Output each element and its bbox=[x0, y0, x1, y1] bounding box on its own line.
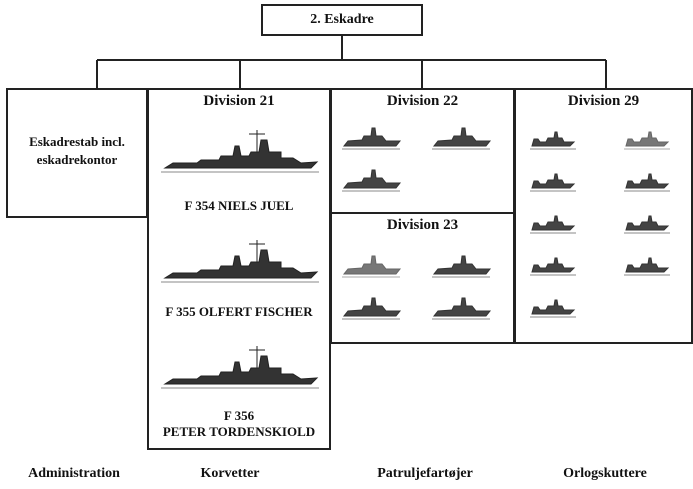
ship-name-f356-line1: F 356 bbox=[223, 408, 255, 423]
ship-name-f356-line2: PETER TORDENSKIOLD bbox=[162, 424, 316, 439]
cutter-icon bbox=[624, 256, 672, 285]
admin-box: Eskadrestab incl. eskadrekontor bbox=[6, 88, 148, 218]
ship-name-f354: F 354 NIELS JUEL bbox=[184, 198, 294, 213]
category-patruljefartojer: Patruljefartøjer bbox=[377, 466, 473, 481]
category-administration: Administration bbox=[28, 466, 120, 481]
cutter-icon bbox=[530, 214, 578, 243]
division-23-title: Division 23 bbox=[386, 217, 459, 233]
cutter-icon bbox=[530, 298, 578, 327]
division-22-box: Division 22 bbox=[330, 88, 515, 214]
patrol-vessel-icon bbox=[432, 254, 492, 287]
corvette-icon bbox=[161, 126, 321, 187]
patrol-vessel-icon bbox=[432, 296, 492, 329]
cutter-icon bbox=[624, 130, 672, 159]
root-box: 2. Eskadre bbox=[261, 4, 423, 36]
patrol-vessel-icon bbox=[342, 168, 402, 201]
cutter-icon bbox=[624, 172, 672, 201]
patrol-vessel-icon bbox=[342, 126, 402, 159]
cutter-icon bbox=[530, 256, 578, 285]
admin-label-line2: eskadrekontor bbox=[36, 152, 118, 167]
corvette-icon bbox=[161, 342, 321, 403]
division-21-title: Division 21 bbox=[203, 93, 275, 109]
admin-label-line1: Eskadrestab incl. bbox=[29, 134, 125, 149]
patrol-vessel-icon bbox=[432, 126, 492, 159]
division-22-title: Division 22 bbox=[386, 93, 459, 109]
ship-name-f355: F 355 OLFERT FISCHER bbox=[165, 304, 313, 319]
root-title: 2. Eskadre bbox=[310, 12, 374, 27]
division-21-box: Division 21 F 354 NIELS JUEL F 355 OLFER… bbox=[147, 88, 331, 450]
cutter-icon bbox=[624, 214, 672, 243]
patrol-vessel-icon bbox=[342, 254, 402, 287]
division-23-box: Division 23 bbox=[330, 212, 515, 344]
category-korvetter: Korvetter bbox=[200, 466, 260, 481]
division-29-box: Division 29 bbox=[514, 88, 693, 344]
division-29-title: Division 29 bbox=[567, 93, 640, 109]
patrol-vessel-icon bbox=[342, 296, 402, 329]
cutter-icon bbox=[530, 172, 578, 201]
corvette-icon bbox=[161, 236, 321, 297]
cutter-icon bbox=[530, 130, 578, 159]
category-orlogskuttere: Orlogskuttere bbox=[563, 466, 647, 481]
